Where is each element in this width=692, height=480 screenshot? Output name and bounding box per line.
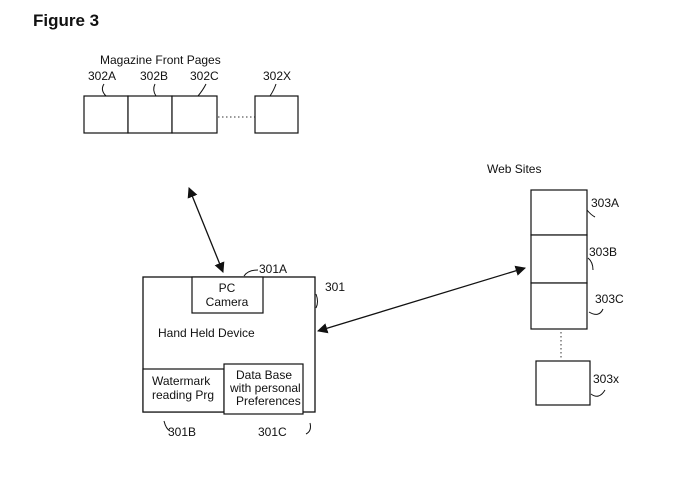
web-ref-303x: 303x xyxy=(593,372,619,386)
device-title: Hand Held Device xyxy=(158,326,255,340)
leader-301a xyxy=(243,269,259,277)
pc-camera-box xyxy=(191,276,264,314)
leader-302x xyxy=(269,83,277,97)
database-line3: Preferences xyxy=(236,394,301,408)
figure-title: Figure 3 xyxy=(33,11,99,30)
leader-301c xyxy=(305,422,311,435)
web-ref-303b: 303B xyxy=(589,245,617,259)
watermark-line1: Watermark xyxy=(152,374,211,388)
camera-line2: Camera xyxy=(206,295,249,309)
magazine-ref-302a: 302A xyxy=(88,69,116,83)
magazine-ref-302b: 302B xyxy=(140,69,168,83)
database-line2: with personal xyxy=(229,381,301,395)
watermark-ref: 301B xyxy=(168,425,196,439)
web-site-303a xyxy=(530,189,588,236)
device-web-arrow xyxy=(317,265,526,334)
camera-line1: PC xyxy=(219,281,236,295)
magazine-group-label: Magazine Front Pages xyxy=(100,53,221,67)
database-box xyxy=(223,363,304,415)
magazine-page-302a xyxy=(83,95,129,134)
magazine-ref-302x: 302X xyxy=(263,69,291,83)
web-group-label: Web Sites xyxy=(487,162,541,176)
web-ref-303a: 303A xyxy=(591,196,619,210)
leader-303b xyxy=(587,257,594,271)
web-site-303x xyxy=(535,360,591,406)
leader-302a xyxy=(101,83,107,97)
database-ref: 301C xyxy=(258,425,287,439)
watermark-line2: reading Prg xyxy=(152,388,214,402)
magazine-page-302b xyxy=(127,95,173,134)
leader-303a xyxy=(586,209,596,218)
magazine-page-302x xyxy=(254,95,299,134)
leader-303x xyxy=(590,389,606,397)
leader-302b xyxy=(153,83,157,97)
watermark-program-box xyxy=(142,368,225,413)
database-line1: Data Base xyxy=(236,368,292,382)
leader-302c xyxy=(197,83,207,97)
web-site-303c xyxy=(530,282,588,330)
magazine-ref-302c: 302C xyxy=(190,69,219,83)
magazine-device-arrow xyxy=(187,187,225,273)
web-ref-303c: 303C xyxy=(595,292,624,306)
device-ref: 301 xyxy=(325,280,345,294)
camera-ref: 301A xyxy=(259,262,287,276)
leader-301 xyxy=(315,293,318,309)
leader-301b xyxy=(163,420,171,432)
leader-303c xyxy=(588,308,604,315)
web-site-303b xyxy=(530,234,588,284)
magazine-page-302c xyxy=(171,95,218,134)
